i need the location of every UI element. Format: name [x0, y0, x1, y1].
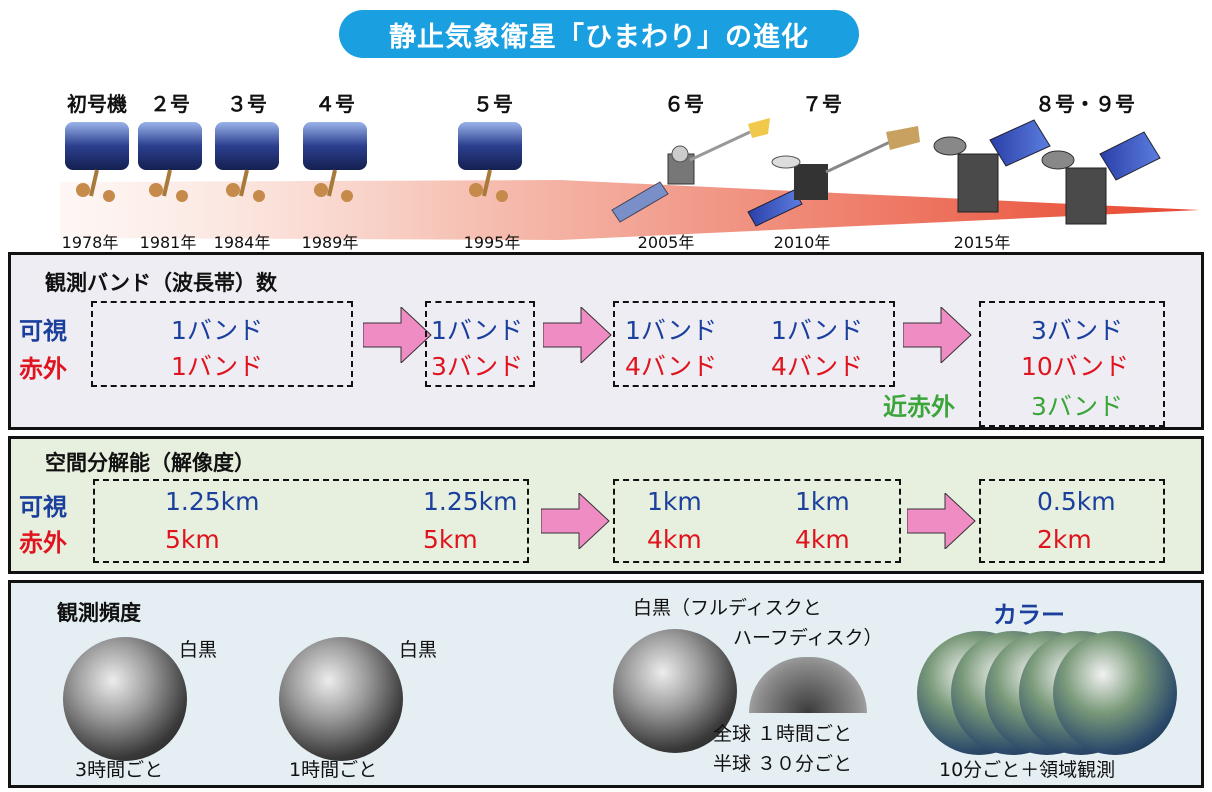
satellite-name: ４号: [315, 92, 355, 116]
satellite-9-icon: [1041, 131, 1161, 225]
band-value: 1バンド: [625, 316, 718, 345]
satellite-7-icon: [747, 126, 920, 227]
resolution-value: 2km: [1037, 525, 1092, 554]
bands-group-2: [425, 301, 535, 387]
satellite-name: ６号: [664, 92, 704, 116]
resolution-value: 1km: [795, 487, 850, 516]
resolution-value: 1km: [647, 487, 702, 516]
satellite-name: ８号・９号: [1035, 92, 1135, 116]
bw-earth-image: [279, 637, 403, 761]
bw-label: 白黒: [399, 639, 438, 661]
arrow-icon: [907, 493, 976, 549]
band-value: 4バンド: [771, 352, 864, 381]
color-earth-image: [1053, 631, 1177, 755]
bands-group-3: [613, 301, 895, 387]
satellite-name: ７号: [802, 92, 842, 116]
bw-earth-image: [63, 637, 187, 761]
resolution-panel: 空間分解能（解像度） 可視 赤外 1.25km 5km 1.25km 5km 1…: [8, 436, 1204, 574]
arrow-icon: [541, 493, 610, 549]
band-value: 4バンド: [625, 352, 718, 381]
resolution-group-3: [979, 479, 1165, 563]
launch-year: 2010年: [773, 233, 831, 252]
band-value: 1バンド: [171, 352, 264, 381]
bw-label: ハーフディスク）: [733, 627, 883, 649]
band-value: 1バンド: [771, 316, 864, 345]
launch-year: 2005年: [637, 233, 695, 252]
frequency-caption: 半球 ３０分ごと: [713, 753, 853, 775]
satellite-5-icon: [458, 122, 522, 202]
resolution-value: 0.5km: [1037, 487, 1116, 516]
frequency-panel: 観測頻度 白黒 3時間ごと 白黒 1時間ごと 白黒（フルディスクと ハーフディス…: [8, 580, 1204, 788]
full-disk-image: [613, 629, 737, 753]
arrow-icon: [363, 307, 432, 363]
visible-label: 可視: [19, 493, 67, 521]
launch-year: 1989年: [301, 233, 359, 252]
satellite-name: 初号機: [67, 92, 127, 116]
bands-group-4: [979, 301, 1165, 427]
arrow-icon: [543, 307, 612, 363]
color-label: カラー: [993, 601, 1065, 629]
bands-group-1: [91, 301, 353, 387]
resolution-group-2: [613, 479, 901, 563]
satellite-1-icon: [65, 122, 129, 202]
satellite-8-icon: [933, 119, 1051, 213]
resolution-value: 4km: [795, 525, 850, 554]
band-value: 3バンド: [1031, 392, 1124, 421]
band-value: 1バンド: [431, 316, 524, 345]
frequency-caption: 1時間ごと: [289, 759, 378, 781]
page-title: 静止気象衛星「ひまわり」の進化: [339, 10, 859, 58]
resolution-value: 1.25km: [165, 487, 260, 516]
launch-year: 1984年: [213, 233, 271, 252]
bw-label: 白黒（フルディスクと: [633, 597, 822, 619]
frequency-caption: 全球 １時間ごと: [713, 723, 853, 745]
resolution-value: 4km: [647, 525, 702, 554]
half-disk-image: [749, 657, 867, 713]
frequency-caption: 10分ごと＋領域観測: [939, 759, 1116, 781]
satellite-illustrations: [65, 118, 1161, 227]
band-value: 1バンド: [171, 316, 264, 345]
frequency-caption: 3時間ごと: [75, 759, 164, 781]
launch-year: 1981年: [139, 233, 197, 252]
satellite-name: ２号: [150, 92, 190, 116]
band-value: 10バンド: [1021, 352, 1130, 381]
resolution-title: 空間分解能（解像度）: [45, 451, 255, 475]
resolution-value: 5km: [423, 525, 478, 554]
band-value: 3バンド: [431, 352, 524, 381]
launch-year: 1978年: [61, 233, 119, 252]
satellite-name: ５号: [473, 92, 513, 116]
bands-title: 観測バンド（波長帯）数: [45, 271, 278, 295]
infrared-label: 赤外: [19, 355, 67, 383]
satellite-name: ３号: [227, 92, 267, 116]
infrared-label: 赤外: [19, 529, 67, 557]
launch-year: 2015年: [953, 233, 1011, 252]
bands-panel: 観測バンド（波長帯）数 可視 赤外 1バンド 1バンド 1バンド 3バンド 1バ…: [8, 252, 1204, 430]
near-infrared-label: 近赤外: [883, 393, 955, 421]
resolution-value: 5km: [165, 525, 220, 554]
band-value: 3バンド: [1031, 316, 1124, 345]
frequency-title: 観測頻度: [57, 601, 141, 625]
satellite-3-icon: [215, 122, 279, 202]
satellite-4-icon: [303, 122, 367, 202]
resolution-value: 1.25km: [423, 487, 518, 516]
resolution-group-1: [93, 479, 529, 563]
satellite-6-icon: [611, 118, 770, 223]
satellite-2-icon: [138, 122, 202, 202]
launch-year: 1995年: [463, 233, 521, 252]
arrow-icon: [903, 307, 972, 363]
bw-label: 白黒: [179, 639, 218, 661]
visible-label: 可視: [19, 317, 67, 345]
